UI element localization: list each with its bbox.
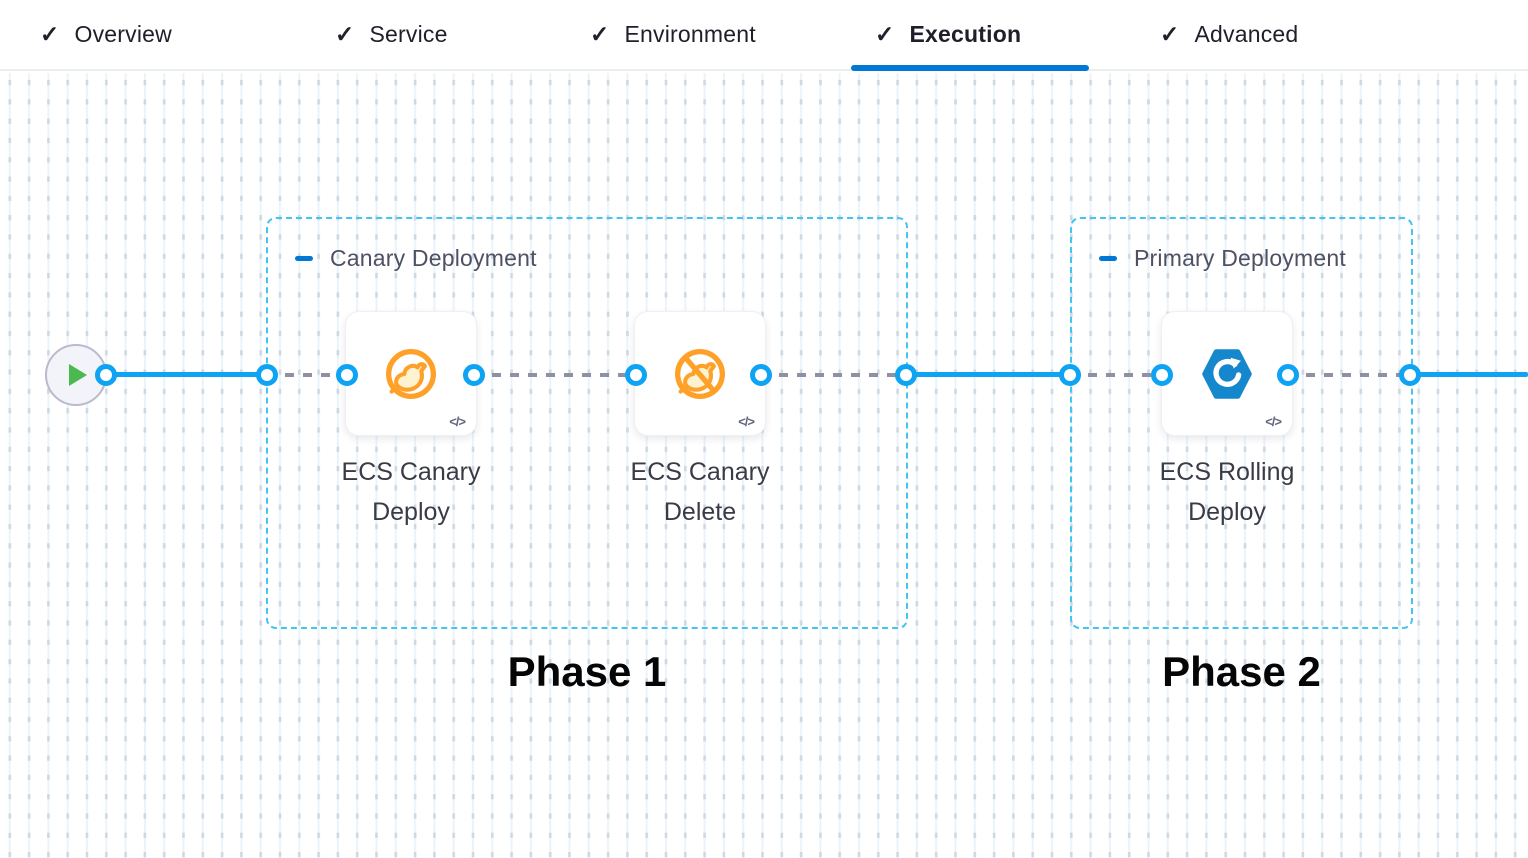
phase-2-label: Phase 2 — [1162, 648, 1321, 695]
tab-service[interactable]: ✓ Service — [335, 0, 448, 69]
connector-node[interactable] — [750, 364, 772, 386]
step-label: ECS Canary Delete — [630, 458, 770, 526]
link-stage2-in — [1070, 373, 1162, 377]
check-icon: ✓ — [590, 21, 610, 47]
code-icon[interactable]: </> — [449, 414, 466, 429]
code-icon[interactable]: </> — [1265, 414, 1282, 429]
step-label: ECS Rolling Deploy — [1159, 458, 1295, 526]
stage-header: Canary Deployment — [268, 219, 906, 272]
step-card-ecs-canary-deploy[interactable]: </> — [345, 311, 477, 436]
collapse-minus-icon[interactable] — [1099, 256, 1117, 261]
canary-delete-icon — [674, 348, 726, 399]
pipeline-canvas[interactable] — [0, 73, 1528, 858]
stage-header: Primary Deployment — [1072, 219, 1411, 272]
step-label: ECS Canary Deploy — [341, 458, 481, 526]
stage-group-canary-deployment: Canary Deployment — [266, 217, 908, 629]
tab-environment[interactable]: ✓ Environment — [590, 0, 756, 69]
connector-node[interactable] — [895, 364, 917, 386]
play-icon — [69, 364, 87, 386]
canary-deploy-icon — [385, 348, 437, 399]
stage-name: Primary Deployment — [1134, 245, 1346, 271]
connector-node[interactable] — [1399, 364, 1421, 386]
link-step3-to-out — [1288, 373, 1410, 377]
connector-node[interactable] — [1059, 364, 1081, 386]
connector-node[interactable] — [625, 364, 647, 386]
link-stage1-in — [267, 373, 347, 377]
check-icon: ✓ — [1160, 21, 1180, 47]
step-card-ecs-canary-delete[interactable]: </> — [634, 311, 766, 436]
tab-label: Advanced — [1194, 21, 1299, 47]
code-icon[interactable]: </> — [738, 414, 755, 429]
phase-1-label: Phase 1 — [507, 648, 667, 695]
connector-node[interactable] — [256, 364, 278, 386]
check-icon: ✓ — [40, 21, 60, 47]
tab-overview[interactable]: ✓ Overview — [40, 0, 172, 69]
link-stage2-to-end — [1410, 372, 1528, 377]
stage-group-primary-deployment: Primary Deployment — [1070, 217, 1413, 629]
active-tab-underline — [851, 65, 1089, 71]
link-step2-to-out — [761, 373, 906, 377]
link-start-to-stage1 — [106, 372, 267, 377]
tab-label: Service — [369, 21, 448, 47]
tab-label: Environment — [624, 21, 756, 47]
connector-node[interactable] — [1277, 364, 1299, 386]
link-step1-to-step2 — [474, 373, 636, 377]
collapse-minus-icon[interactable] — [295, 256, 313, 261]
connector-node[interactable] — [463, 364, 485, 386]
tab-label: Execution — [909, 21, 1022, 47]
check-icon: ✓ — [875, 21, 895, 47]
pipeline-config-tabbar: ✓ Overview ✓ Service ✓ Environment ✓ Exe… — [0, 0, 1528, 71]
ecs-rolling-deploy-icon — [1202, 348, 1252, 399]
stage-name: Canary Deployment — [330, 245, 537, 271]
tab-execution[interactable]: ✓ Execution — [875, 0, 1021, 69]
connector-node[interactable] — [1151, 364, 1173, 386]
step-card-ecs-rolling-deploy[interactable]: </> — [1161, 311, 1293, 436]
connector-node[interactable] — [95, 364, 117, 386]
link-stage1-to-stage2 — [906, 372, 1070, 377]
connector-node[interactable] — [336, 364, 358, 386]
check-icon: ✓ — [335, 21, 355, 47]
tab-advanced[interactable]: ✓ Advanced — [1160, 0, 1298, 69]
tab-label: Overview — [74, 21, 172, 47]
